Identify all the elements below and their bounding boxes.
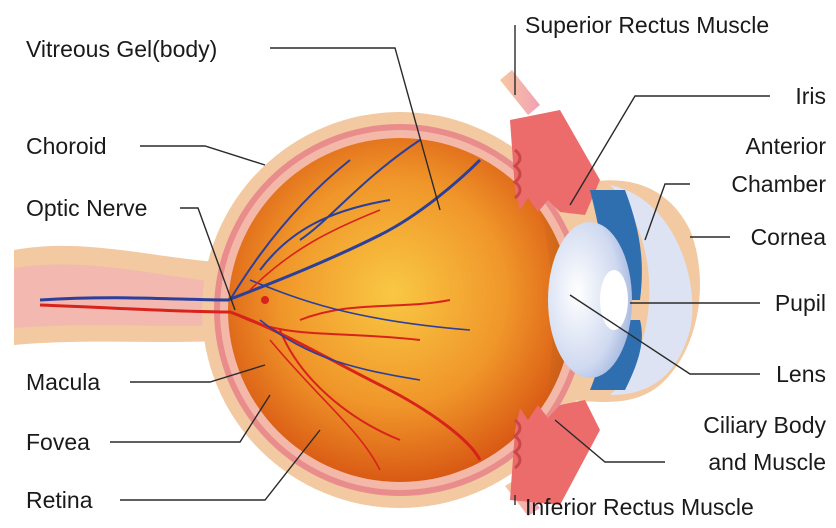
label-macula: Macula xyxy=(26,369,100,395)
label-retina: Retina xyxy=(26,487,92,513)
label-vitreous-gel: Vitreous Gel(body) xyxy=(26,36,217,62)
label-ciliary-body-line1: Ciliary Body xyxy=(703,412,826,438)
pupil xyxy=(600,270,628,330)
label-anterior-chamber-line1: Anterior xyxy=(745,133,826,159)
label-fovea: Fovea xyxy=(26,429,90,455)
label-optic-nerve: Optic Nerve xyxy=(26,195,147,221)
optic-nerve-sheath xyxy=(14,246,235,345)
label-inferior-rectus-muscle: Inferior Rectus Muscle xyxy=(525,494,754,520)
label-superior-rectus-muscle: Superior Rectus Muscle xyxy=(525,12,769,38)
superior-rectus-muscle xyxy=(500,70,540,115)
label-choroid: Choroid xyxy=(26,133,107,159)
label-ciliary-body-line2: and Muscle xyxy=(708,449,826,475)
label-cornea: Cornea xyxy=(751,224,826,250)
label-lens: Lens xyxy=(776,361,826,387)
label-iris: Iris xyxy=(795,83,826,109)
label-pupil: Pupil xyxy=(775,290,826,316)
label-anterior-chamber-line2: Chamber xyxy=(731,171,826,197)
